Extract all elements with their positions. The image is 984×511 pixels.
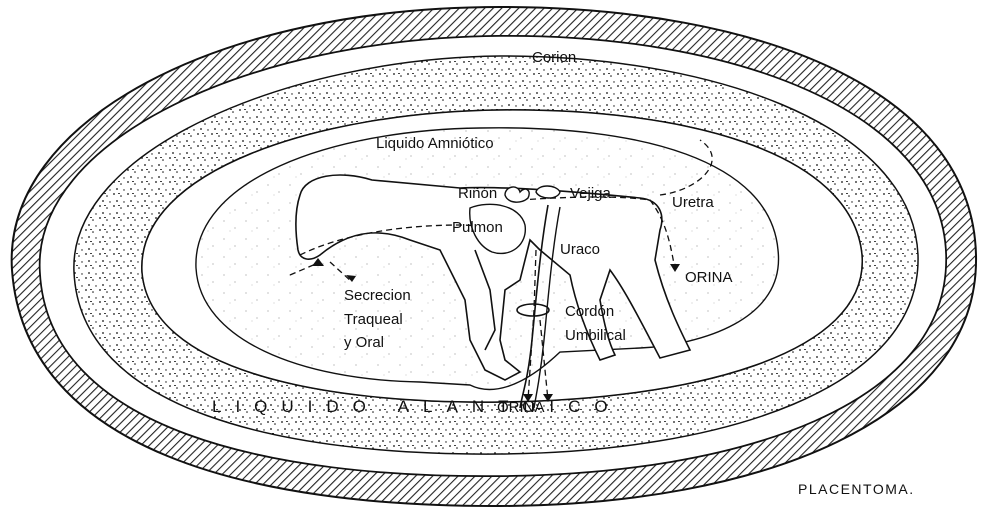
vejiga-label: Vejiga: [570, 185, 612, 202]
secrecion-label-line3: y Oral: [344, 334, 384, 351]
kidney-organ: [505, 187, 529, 202]
secrecion-label-line2: Traqueal: [344, 311, 403, 328]
placentoma-label: PLACENTOMA.: [798, 481, 915, 497]
uraco-label: Uraco: [560, 241, 600, 258]
liquido-amniotico-label: Liquido Amniótico: [376, 135, 494, 152]
cordon-label-line2: Umbilical: [565, 327, 626, 344]
secrecion-label-line1: Secrecion: [344, 287, 411, 304]
bladder-organ: [536, 186, 560, 198]
orina-right-label: ORINA: [685, 269, 733, 286]
pulmon-label: Pulmon: [452, 219, 503, 236]
uretra-label: Uretra: [672, 194, 714, 211]
rinon-label: Riñón: [458, 185, 497, 202]
liquido-alantoico-label: LIQUIDO ALANTOICO: [212, 397, 622, 416]
cordon-label-line1: Cordón: [565, 303, 614, 320]
corion-label: Corion: [532, 49, 576, 66]
